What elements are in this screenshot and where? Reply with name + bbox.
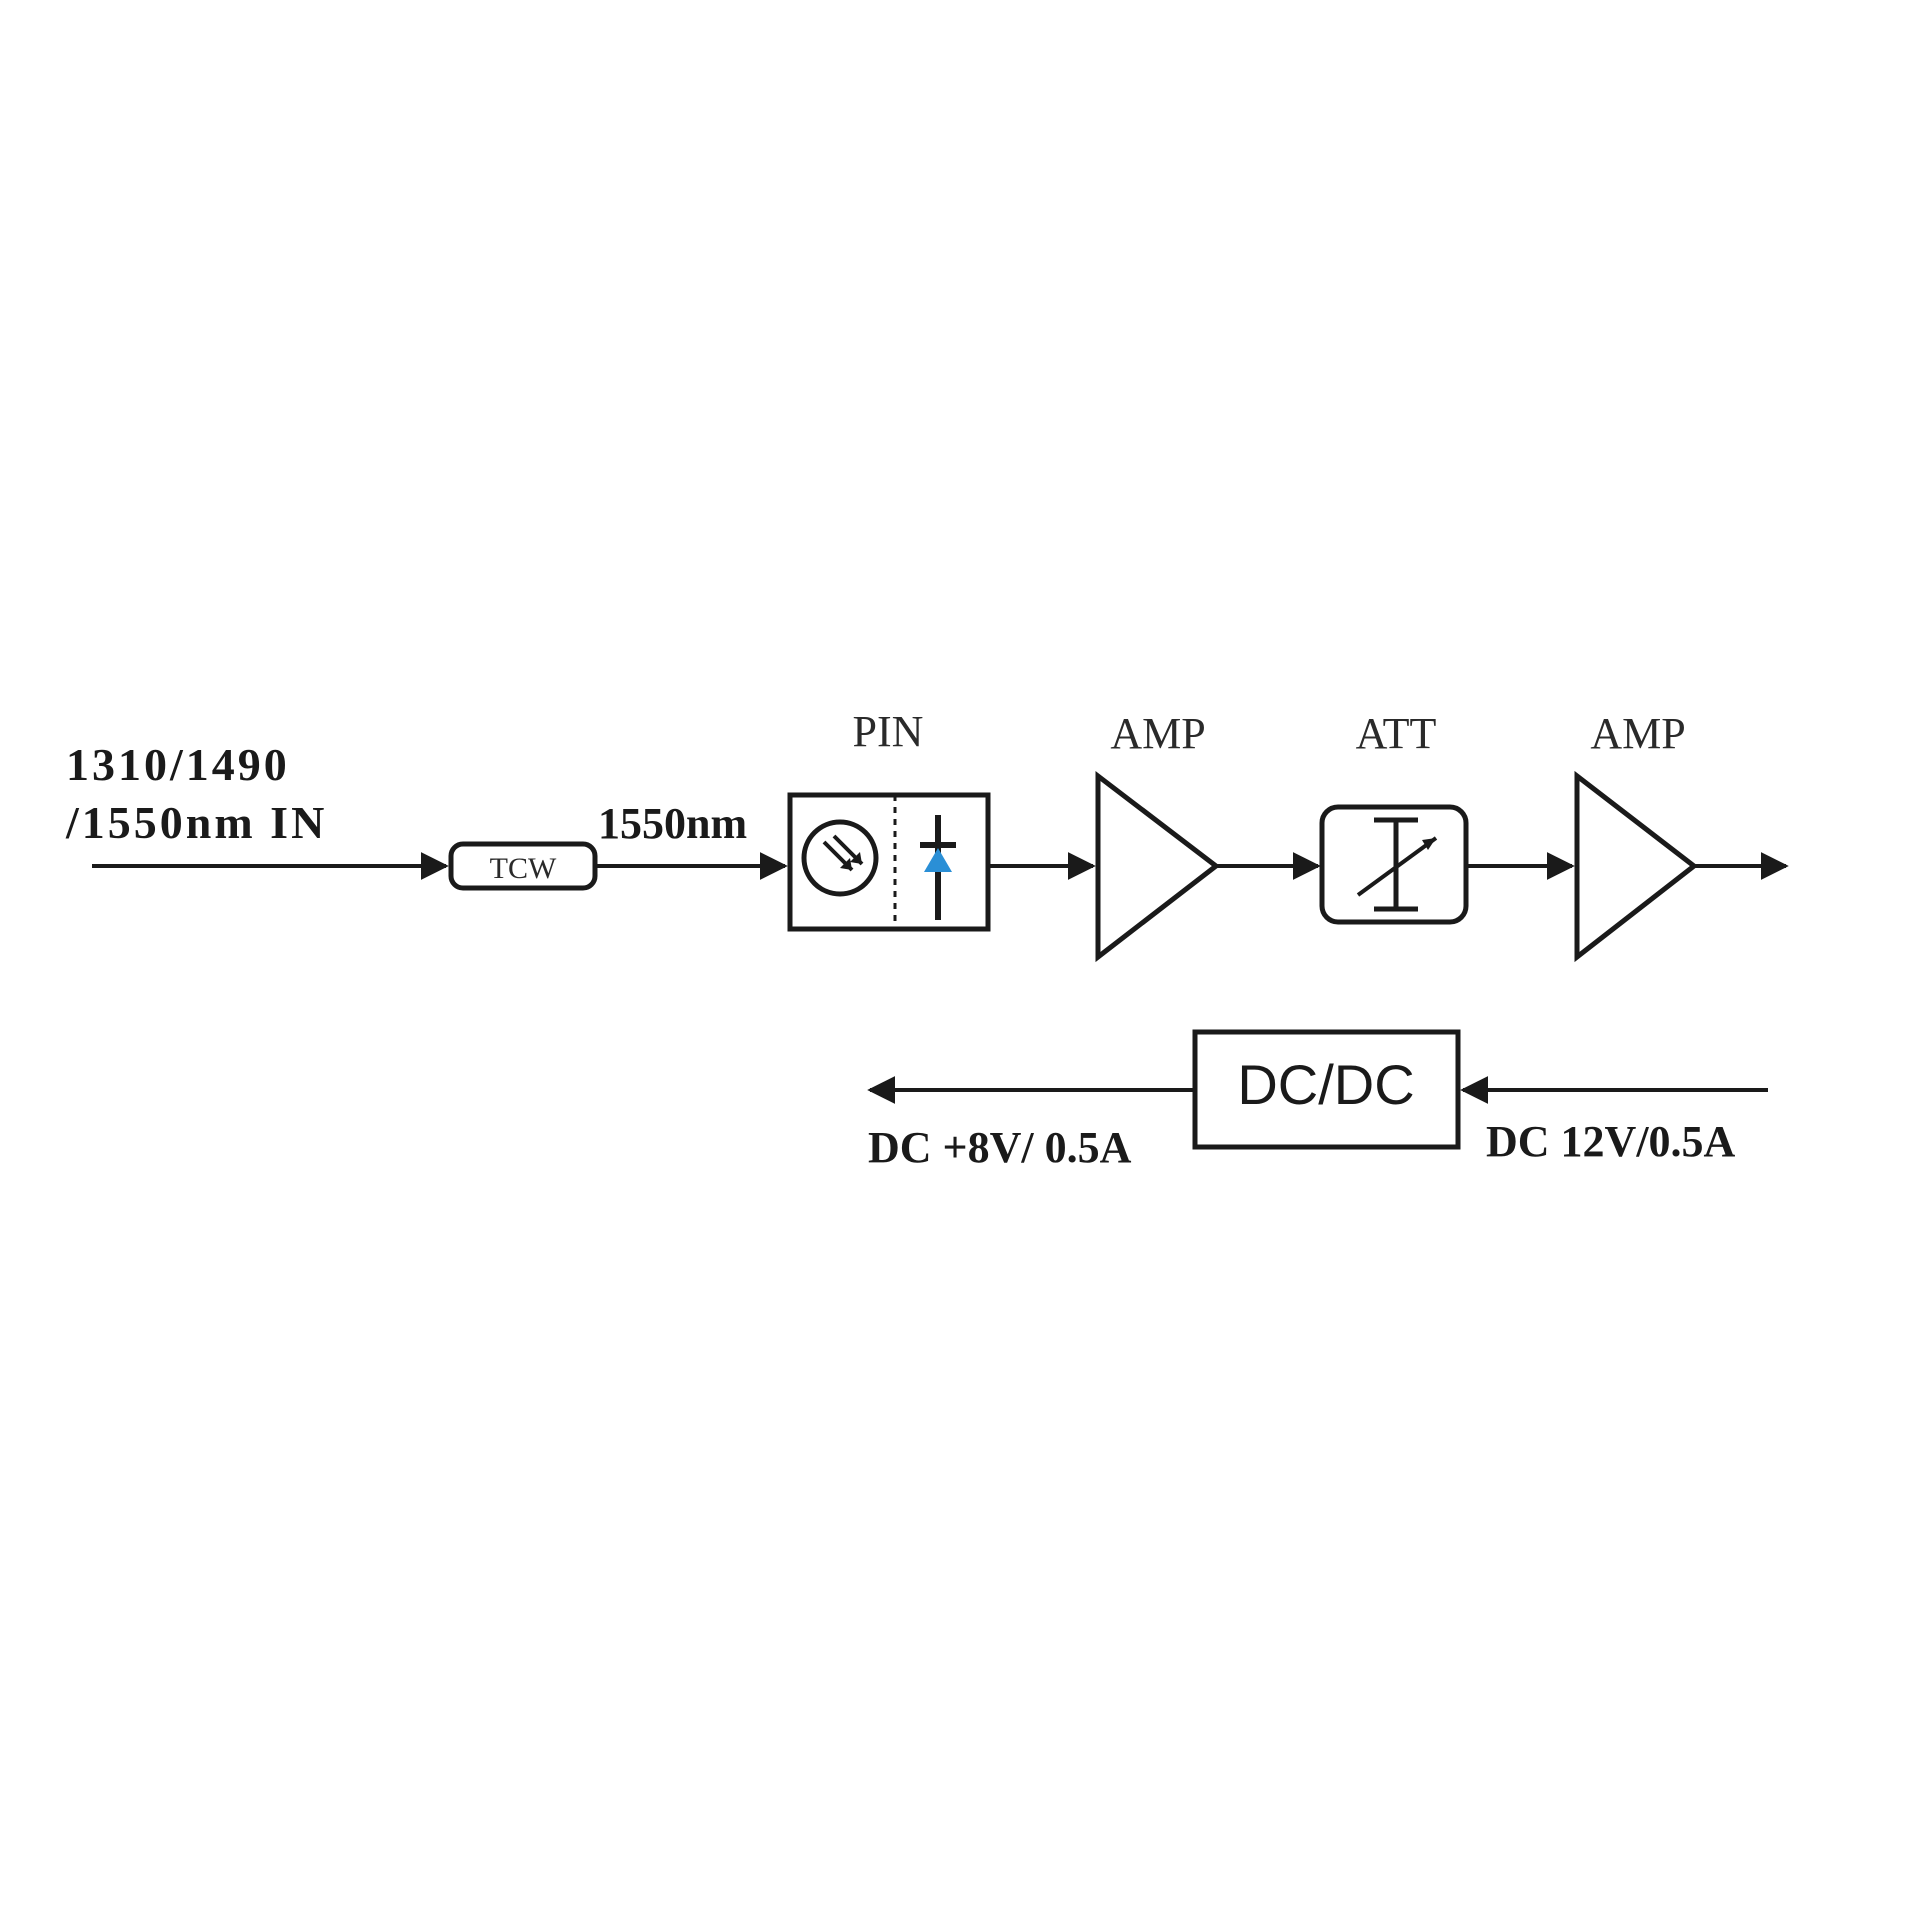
att-label: ATT xyxy=(1356,709,1437,758)
dcdc-block: DC/DC xyxy=(1192,1029,1461,1150)
attenuator-icon xyxy=(1356,817,1438,912)
diode-icon xyxy=(920,815,956,920)
amp2-triangle xyxy=(1574,770,1699,963)
input-label-line2: /1550nm IN xyxy=(65,797,327,848)
tcw-label: TCW xyxy=(490,852,557,885)
pin-block xyxy=(787,792,991,932)
tcw-block: TCW xyxy=(448,841,598,891)
dc-in-label: DC 12V/0.5A xyxy=(1486,1117,1736,1166)
amp1-label: AMP xyxy=(1110,709,1205,758)
amp1-triangle xyxy=(1095,770,1221,963)
pin-label: PIN xyxy=(853,707,924,756)
wavelength-label: 1550nm xyxy=(598,799,747,848)
att-block xyxy=(1319,804,1469,925)
photodetector-icon xyxy=(801,819,879,897)
dc-out-label: DC +8V/ 0.5A xyxy=(868,1123,1132,1172)
amp2-label: AMP xyxy=(1590,709,1685,758)
dcdc-label: DC/DC xyxy=(1237,1053,1414,1116)
input-label-line1: 1310/1490 xyxy=(66,739,290,790)
